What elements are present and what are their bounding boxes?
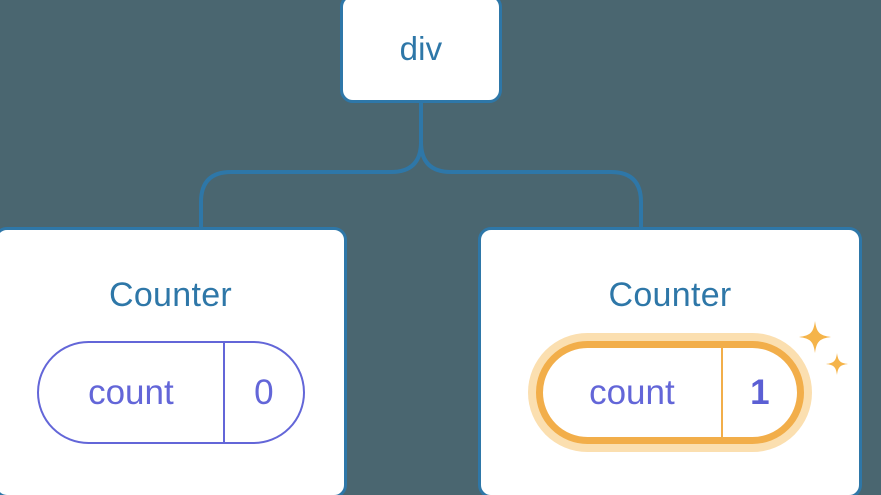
state-value: 0 <box>254 373 274 412</box>
state-key: count <box>589 373 675 412</box>
sparkle-small-icon <box>826 353 848 375</box>
state-key: count <box>88 373 174 412</box>
connector-branch-left <box>199 140 423 232</box>
state-value: 1 <box>750 373 770 412</box>
state-pill-wrapper: count 0 <box>36 341 305 444</box>
tree-node-root[interactable]: div <box>340 0 502 103</box>
root-node-label: div <box>399 30 443 67</box>
state-pill-highlighted[interactable]: count 1 <box>536 341 804 444</box>
node-title: Counter <box>108 276 233 314</box>
state-pill-wrapper: count 1 <box>536 321 848 444</box>
connector-branch-right <box>419 140 643 232</box>
tree-node-counter-left[interactable]: Counter count 0 <box>0 227 347 495</box>
sparkle-large-icon <box>799 321 831 353</box>
state-pill[interactable]: count 0 <box>36 341 305 444</box>
pill-divider <box>720 348 723 437</box>
tree-node-counter-right[interactable]: Counter count 1 <box>478 227 862 495</box>
pill-divider <box>223 343 226 442</box>
node-title: Counter <box>608 276 732 314</box>
